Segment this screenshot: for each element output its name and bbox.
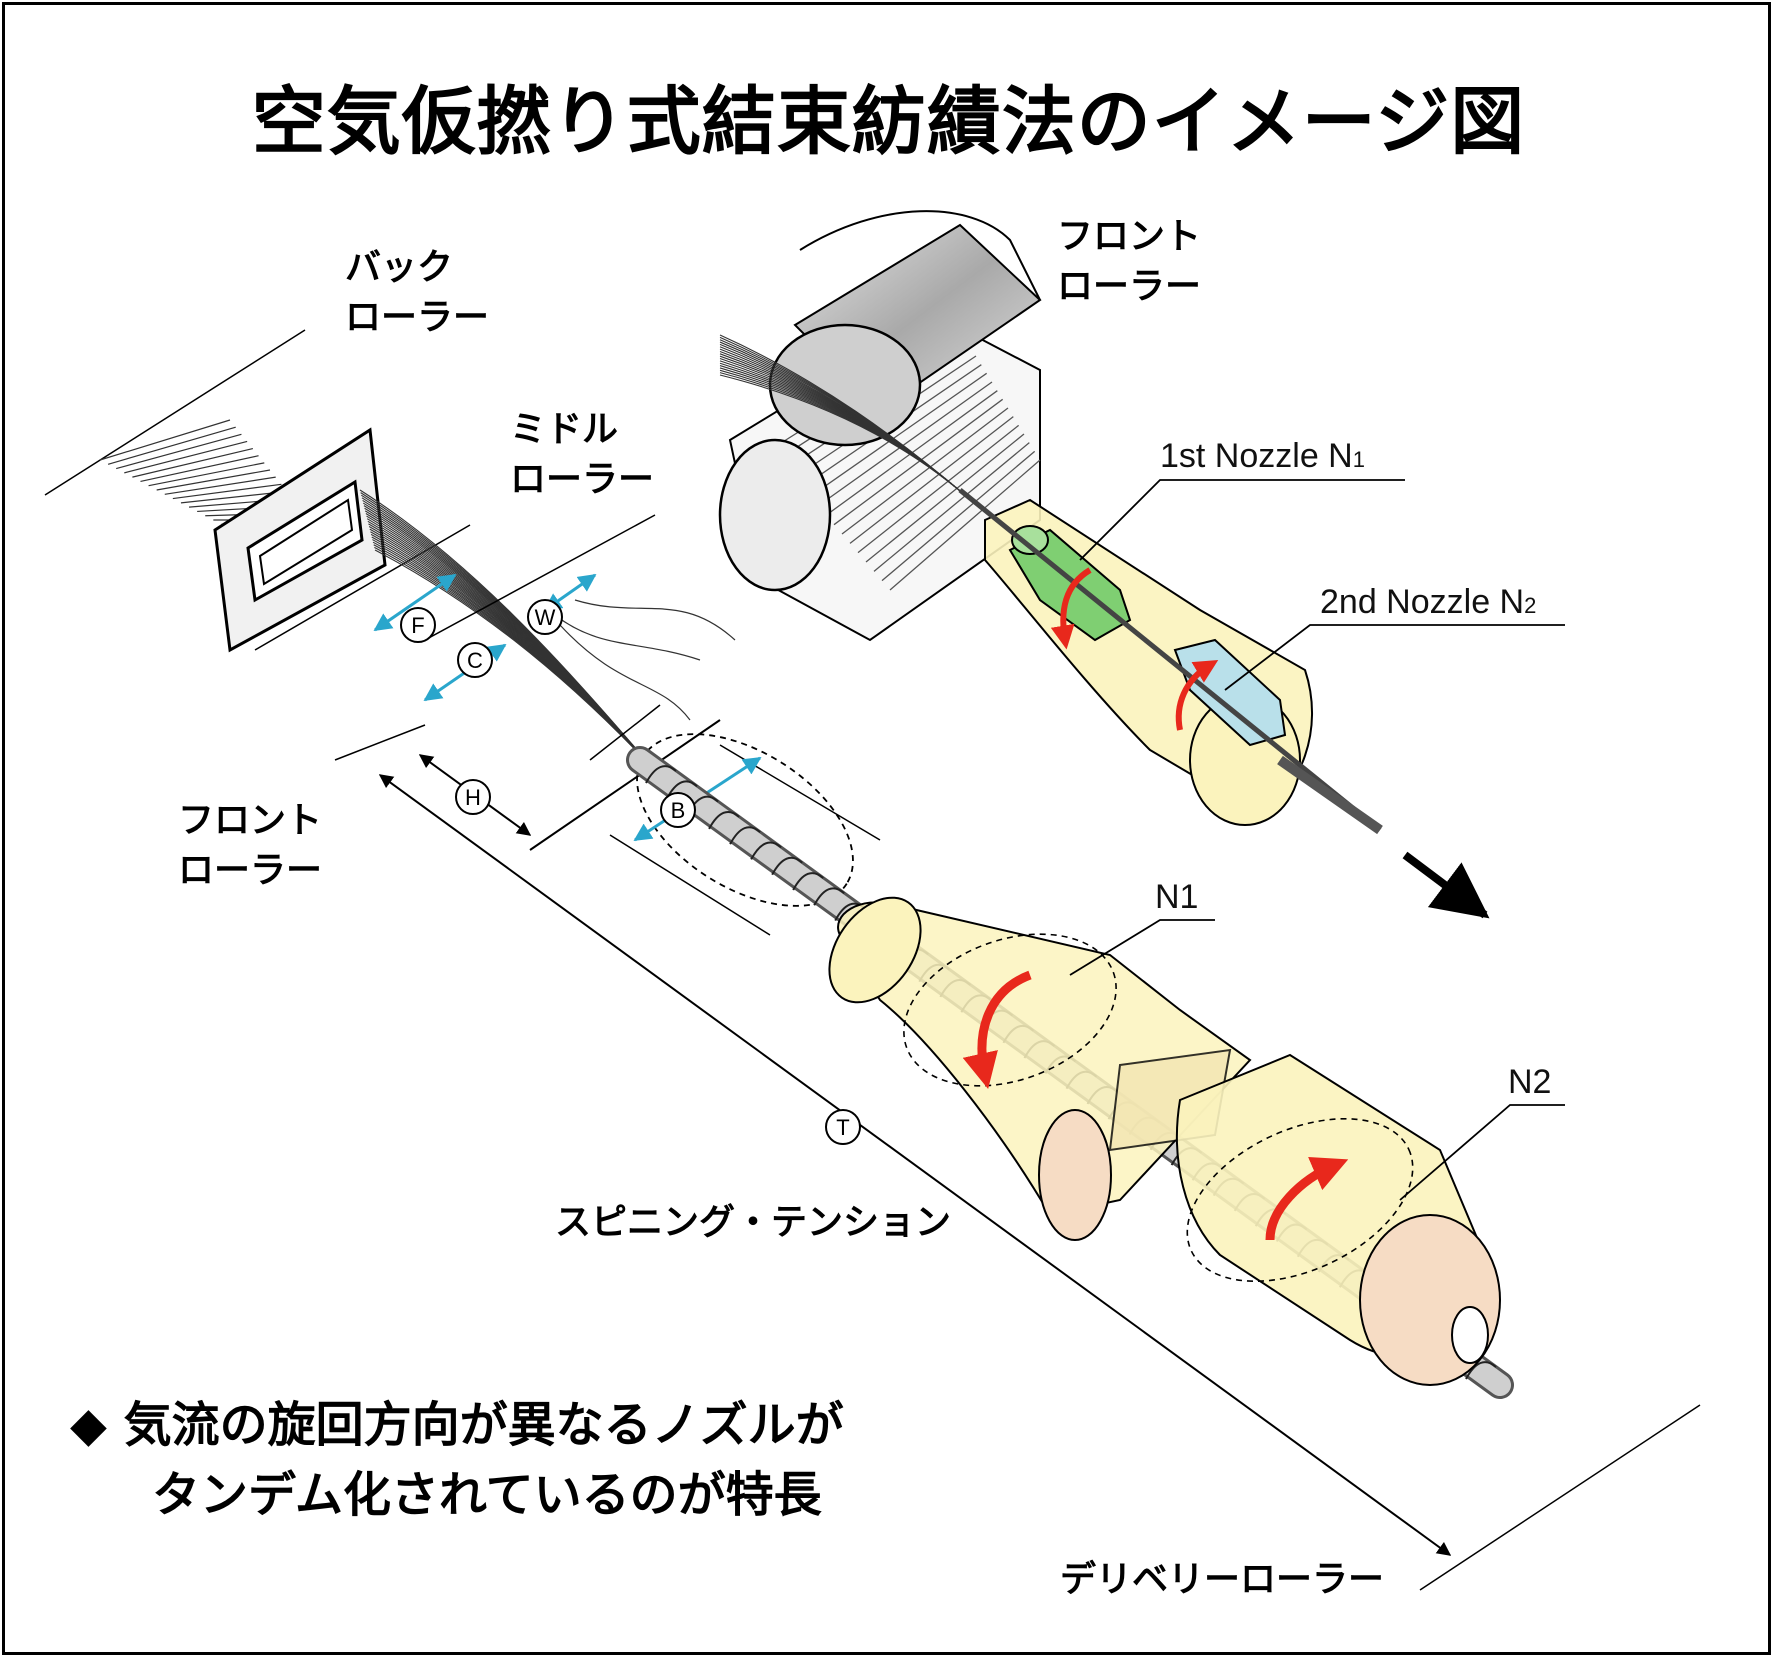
drafting-zone (44, 329, 1701, 1591)
label-1st-nozzle: 1st Nozzle N1 (1160, 437, 1365, 475)
page-title: 空気仮撚り式結束紡績法のイメージ図 (251, 79, 1526, 165)
nozzle-n2 (1175, 1053, 1501, 1386)
svg-text:B: B (671, 798, 686, 823)
label-2nd-nozzle: 2nd Nozzle N2 (1320, 583, 1537, 621)
marker-t: T (825, 1109, 861, 1145)
svg-text:C: C (467, 648, 483, 673)
marker-c: C (457, 642, 493, 678)
label-front-roller-top: フロントローラー (1057, 216, 1202, 307)
marker-f: F (400, 607, 436, 643)
label-spinning-tension: スピニング・テンション (555, 1202, 952, 1243)
svg-text:T: T (836, 1115, 849, 1140)
label-middle-roller: ミドルローラー (510, 409, 655, 500)
bullet-icon: ◆ (70, 1397, 107, 1453)
label-n1: N1 (1155, 878, 1199, 916)
label-front-roller-left: フロントローラー (178, 800, 323, 891)
label-n2: N2 (1508, 1063, 1552, 1101)
marker-w: W (527, 599, 563, 635)
svg-text:F: F (411, 613, 424, 638)
swirl-arrow-n2 (1265, 1156, 1349, 1241)
label-back-roller: バックローラー (345, 247, 490, 338)
marker-h: H (455, 779, 491, 815)
svg-text:H: H (465, 785, 481, 810)
marker-b: B (660, 792, 696, 828)
swirl-arrow-n1 (962, 970, 1032, 1090)
feature-note: ◆ 気流の旋回方向が異なるノズルが タンデム化されているのが特長 (70, 1397, 844, 1523)
label-delivery-roller: デリベリーローラー (1060, 1559, 1385, 1600)
svg-text:W: W (535, 605, 556, 630)
front-roller-inset (718, 210, 1565, 919)
